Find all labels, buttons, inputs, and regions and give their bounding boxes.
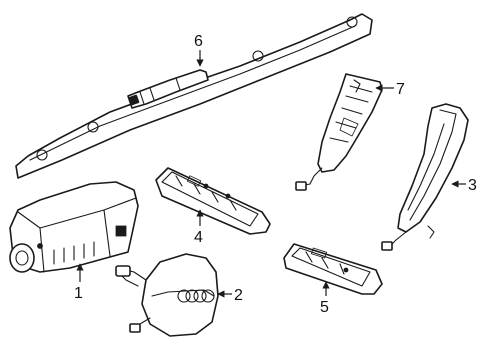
part-7-side-airbag <box>295 73 383 191</box>
part-4-airbag-module <box>155 167 271 235</box>
part-1-passenger-airbag <box>9 181 139 273</box>
part-3-side-airbag <box>381 103 469 251</box>
callout-2: 2 <box>234 287 243 304</box>
callout-6: 6 <box>194 33 203 50</box>
part-5-airbag-module <box>283 243 383 295</box>
audi-rings-logo <box>177 289 215 303</box>
callout-7: 7 <box>396 81 405 98</box>
part-6-curtain-airbag <box>15 13 373 179</box>
callout-3: 3 <box>468 177 477 194</box>
callout-4: 4 <box>194 229 203 246</box>
part-2-steering-wheel-airbag <box>115 253 219 337</box>
callout-5: 5 <box>320 299 329 316</box>
callout-1: 1 <box>74 285 83 302</box>
